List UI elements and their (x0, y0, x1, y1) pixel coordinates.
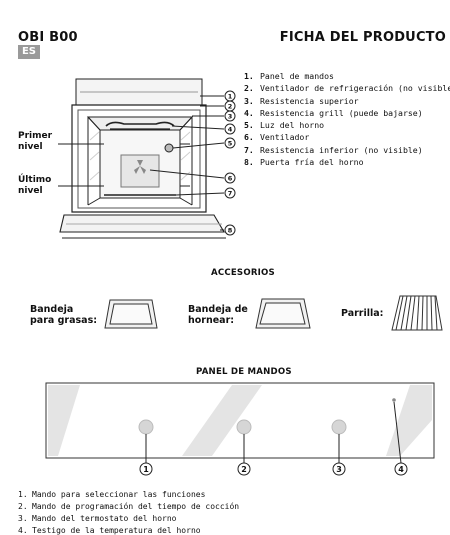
list-item: 7.Resistencia inferior (no visible) (244, 144, 423, 155)
oven-callout-6: 6 (228, 175, 233, 183)
list-item: 2.Mando de programación del tiempo de co… (18, 502, 240, 511)
list-item: 3.Mando del termostato del horno (18, 514, 177, 523)
list-item: 8.Puerta fría del horno (244, 157, 364, 168)
list-item: 4.Resistencia grill (puede bajarse) (244, 107, 423, 118)
panel-callout-1: 1 (143, 465, 149, 474)
grill-rack-icon (391, 295, 443, 331)
accessories-title: ACCESORIOS (211, 268, 275, 278)
baking-tray-icon (255, 298, 311, 329)
list-item: 1.Panel de mandos (244, 71, 334, 81)
accessory-label-baking-tray: Bandeja de hornear: (188, 304, 248, 326)
oven-callout-3: 3 (228, 113, 233, 121)
accessory-label-drip-tray: Bandeja para grasas: (30, 304, 98, 326)
list-item: 2.Ventilador de refrigeración (no visibl… (244, 83, 450, 94)
list-item: 3.Resistencia superior (244, 95, 359, 106)
function-selector-knob[interactable] (138, 419, 154, 435)
list-item: 1.Mando para seleccionar las funciones (18, 490, 206, 499)
list-item: 4.Testigo de la temperatura del horno (18, 526, 201, 535)
accessory-label-grill-rack: Parrilla: (341, 308, 384, 319)
level-first-label: Primer nivel (18, 131, 53, 152)
control-panel-diagram: 1 2 3 4 (45, 382, 435, 476)
language-badge: ES (18, 45, 40, 59)
list-item: 6.Ventilador (244, 132, 310, 143)
thermostat-knob[interactable] (331, 419, 347, 435)
list-item: 5.Luz del horno (244, 120, 325, 131)
temperature-indicator-light (392, 398, 396, 402)
cooking-timer-knob[interactable] (236, 419, 252, 435)
level-last-label: Último nivel (18, 175, 52, 196)
drip-tray-icon (104, 299, 158, 329)
oven-callout-7: 7 (228, 190, 233, 198)
oven-callout-2: 2 (228, 103, 233, 111)
oven-callout-8: 8 (228, 227, 233, 235)
panel-callout-3: 3 (336, 465, 342, 474)
oven-callout-4: 4 (228, 126, 233, 134)
control-panel-title: PANEL DE MANDOS (196, 367, 292, 377)
panel-callout-2: 2 (241, 465, 247, 474)
oven-callout-5: 5 (228, 140, 233, 148)
control-functions-list: 1.Mando para seleccionar las funciones 2… (18, 489, 239, 535)
product-model: OBI B00 (18, 30, 78, 45)
page-title: FICHA DEL PRODUCTO (279, 30, 446, 45)
panel-callout-4: 4 (398, 465, 404, 474)
oven-callout-1: 1 (228, 93, 233, 101)
parts-list: 1.Panel de mandos 2.Ventilador de refrig… (244, 70, 450, 168)
